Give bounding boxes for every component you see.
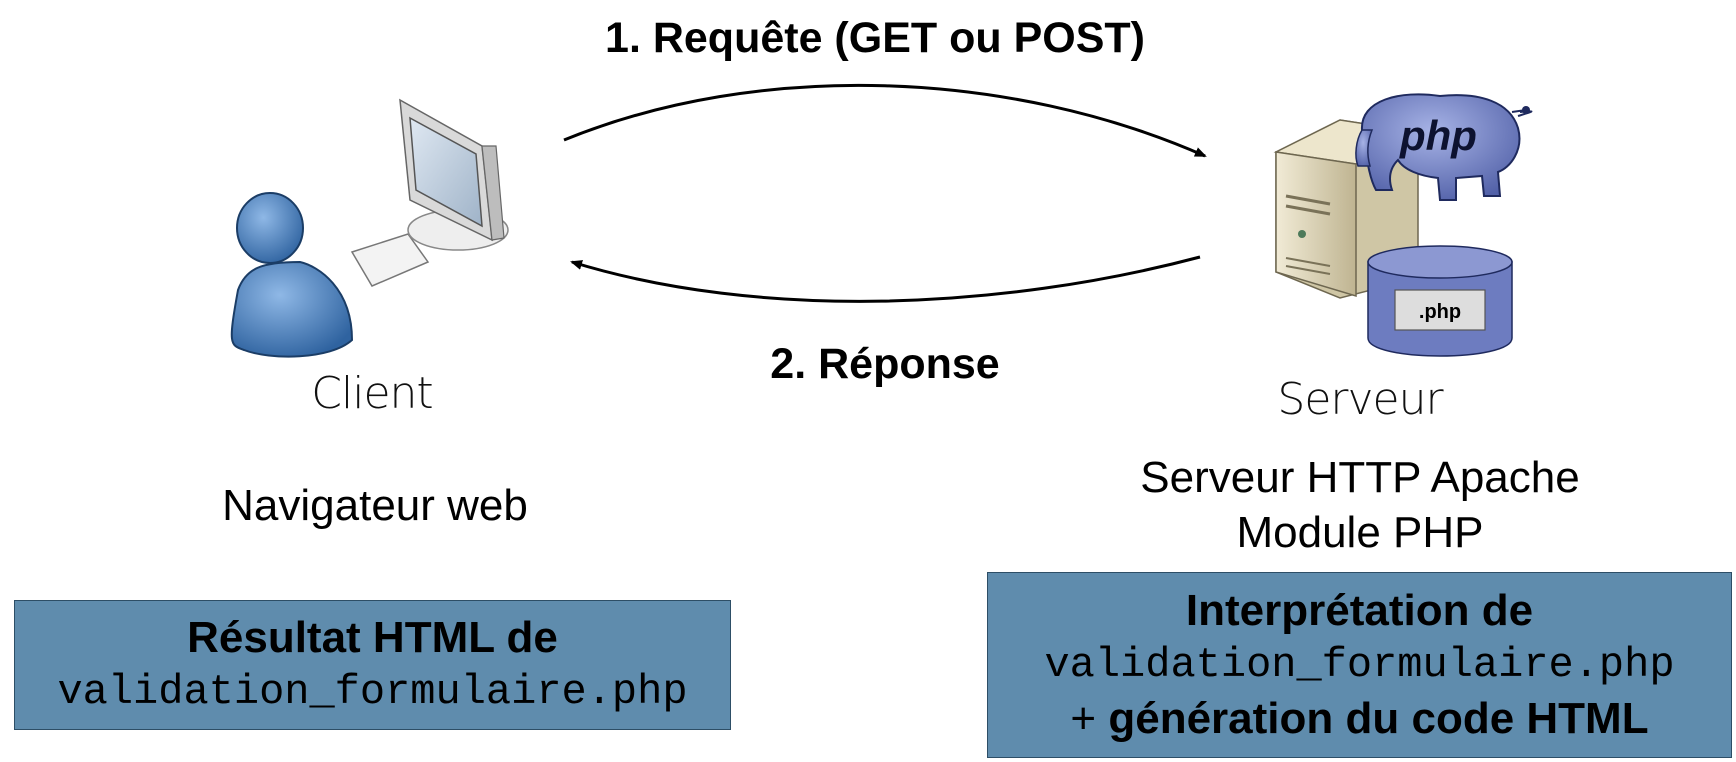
database-icon [1367,245,1513,357]
client-result-title: Résultat HTML de [187,613,558,662]
php-elephant-icon [1355,93,1533,201]
client-label: Client [311,368,433,419]
server-process-prefix: + [1070,694,1109,743]
php-logo-text: php [1399,112,1477,159]
server-description-line2: Module PHP [1236,508,1484,557]
server-process-box: Interprétation de validation_formulaire.… [987,572,1732,758]
client-result-filename: validation_formulaire.php [57,668,688,716]
client-user-icon [230,192,354,358]
client-computer-icon [350,98,509,287]
client-result-box: Résultat HTML de validation_formulaire.p… [14,600,731,730]
server-process-title: Interprétation de [1185,586,1534,635]
response-arrow [570,255,1201,303]
request-label: 1. Requête (GET ou POST) [605,14,1145,62]
response-label: 2. Réponse [770,340,1000,388]
server-process-filename: validation_formulaire.php [1044,641,1675,689]
server-label: Serveur [1277,374,1443,425]
server-process-generation-text: génération du code HTML [1108,694,1649,743]
server-description-line1: Serveur HTTP Apache [1140,453,1580,502]
client-description: Navigateur web [222,481,528,530]
php-file-label: .php [1419,301,1461,323]
server-process-generation: + génération du code HTML [1070,692,1648,746]
request-arrow [563,83,1207,158]
